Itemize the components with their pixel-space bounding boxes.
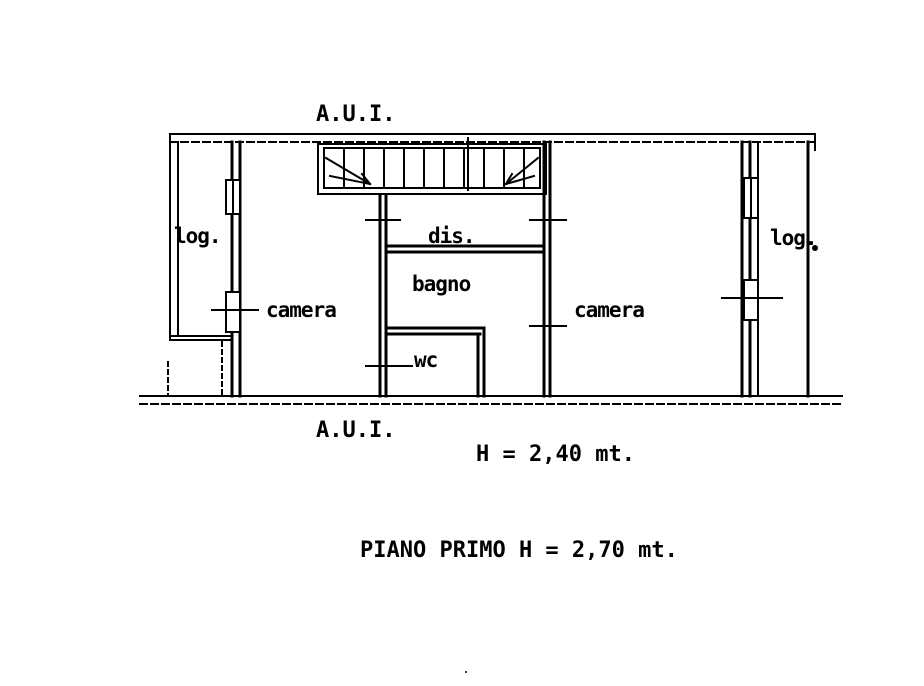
window-left-lower — [211, 291, 259, 333]
top-boundary-line — [169, 133, 816, 143]
central-block-walls — [378, 140, 552, 398]
loggia-left-label: log. — [174, 224, 222, 248]
staircase — [317, 137, 547, 195]
speck-marks — [465, 245, 818, 673]
window-right-lower — [721, 279, 783, 321]
window-right-upper — [743, 177, 759, 219]
loggia-right-label: log. — [770, 226, 818, 250]
window-left-upper — [225, 179, 241, 215]
wc-label: wc — [414, 348, 438, 372]
height-note: H = 2,40 mt. — [476, 442, 635, 467]
loggia-right-walls — [757, 133, 816, 398]
door-ticks — [365, 219, 567, 367]
aui-top-label: A.U.I. — [316, 102, 396, 127]
loggia-left-walls — [167, 133, 233, 397]
bagno-label: bagno — [412, 272, 471, 296]
floor-caption: PIANO PRIMO H = 2,70 mt. — [360, 538, 678, 563]
aui-bottom-label: A.U.I. — [316, 418, 396, 443]
camera-right-label: camera — [574, 298, 645, 322]
camera-left-label: camera — [266, 298, 337, 322]
bottom-boundary-line — [139, 395, 843, 405]
disimpegno-label: dis. — [428, 224, 476, 248]
